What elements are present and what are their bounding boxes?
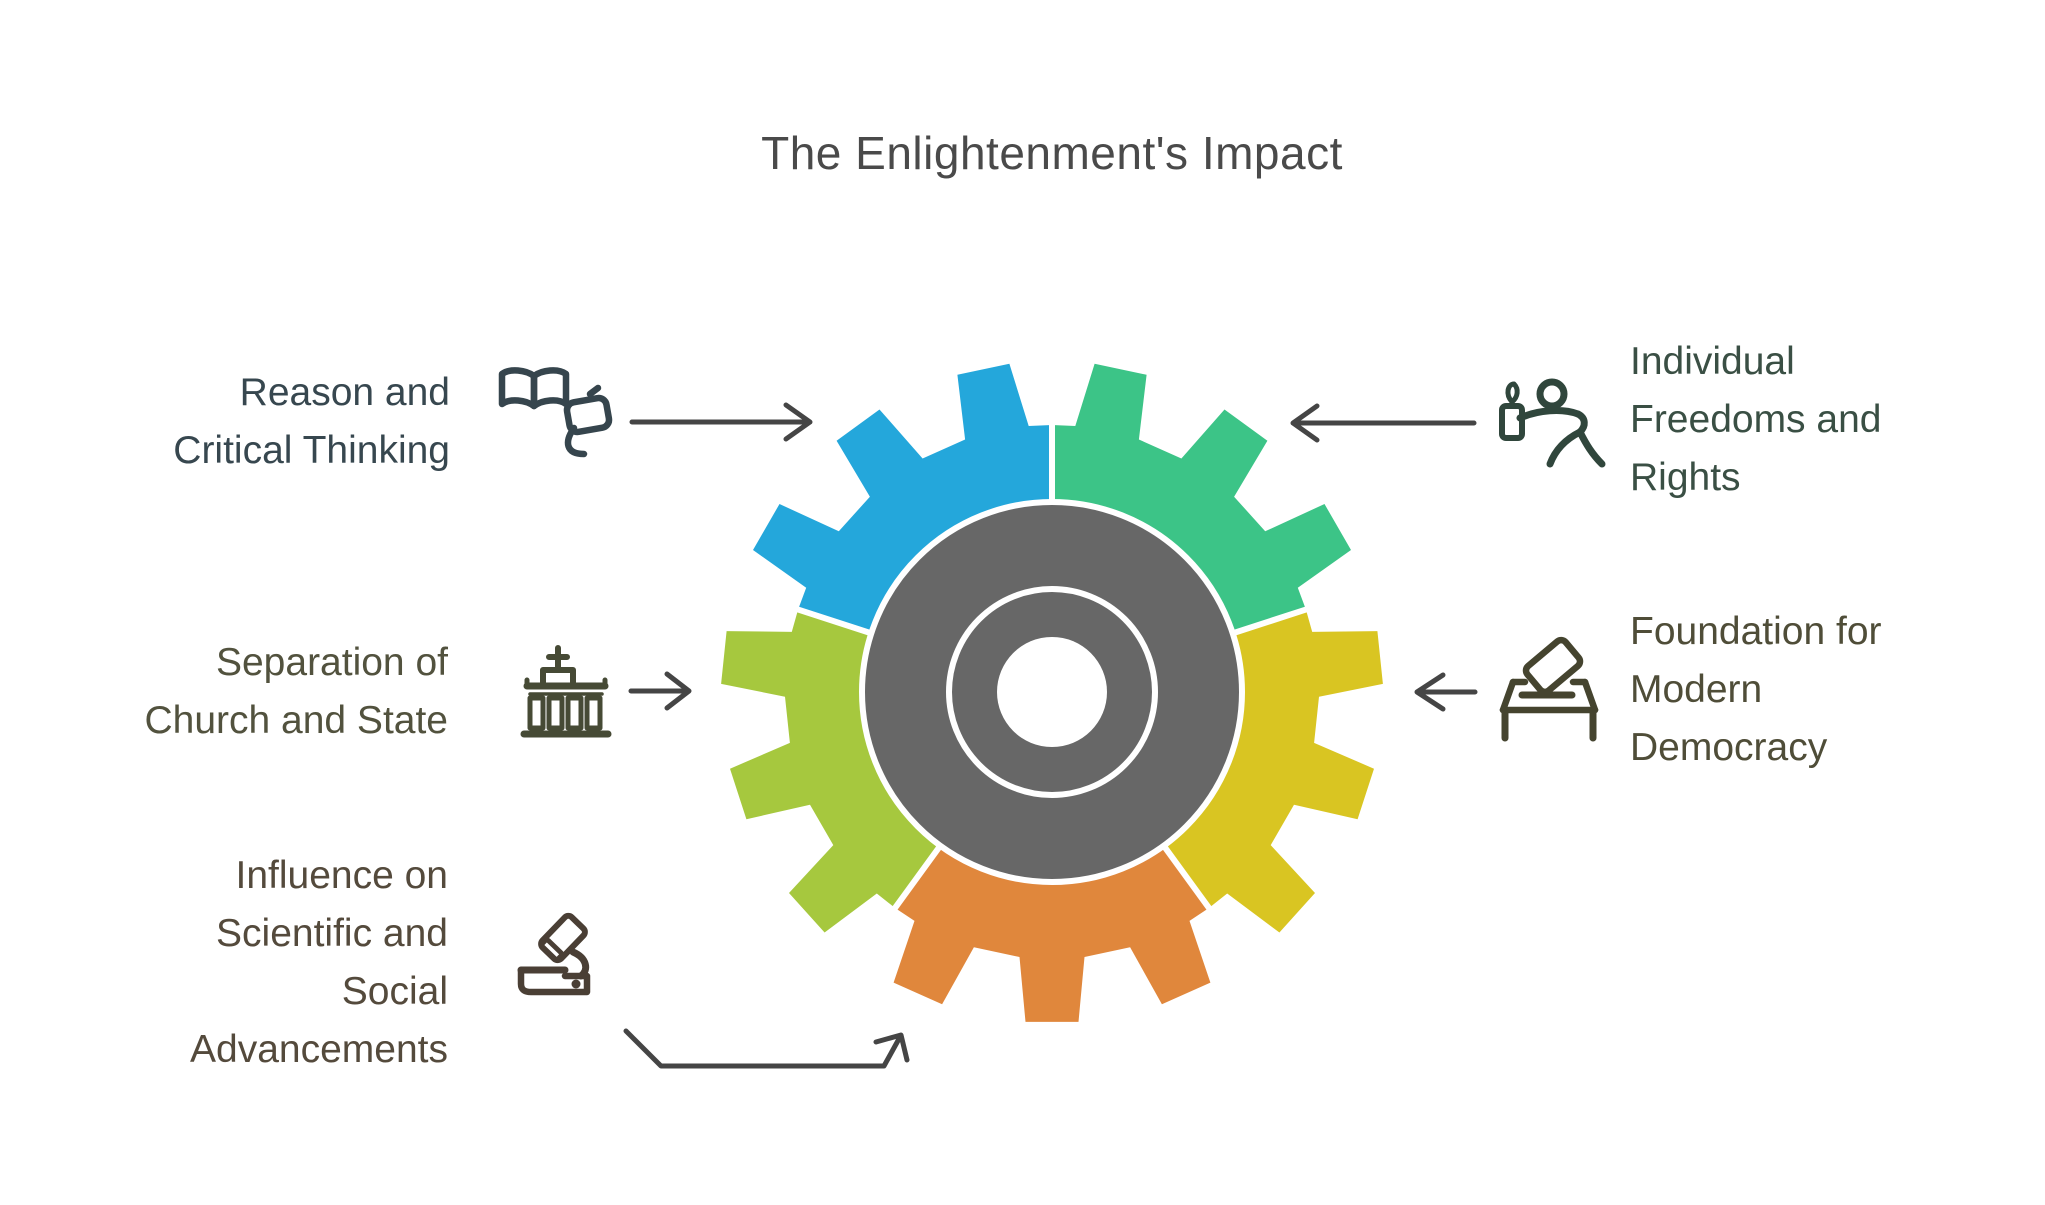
gear-hub-ring bbox=[946, 586, 1158, 798]
ballot-box-icon bbox=[1499, 636, 1599, 742]
gear-hub bbox=[859, 499, 1245, 885]
arrow-democracy bbox=[1414, 672, 1478, 712]
page-title: The Enlightenment's Impact bbox=[761, 127, 1343, 179]
microscope-icon bbox=[517, 912, 591, 996]
label-democracy: Foundation for Modern Democracy bbox=[1630, 610, 1882, 769]
temple-icon bbox=[520, 645, 612, 738]
book-with-thought-icon bbox=[498, 367, 613, 458]
label-church-state: Separation of Church and State bbox=[144, 641, 448, 742]
arrow-freedoms bbox=[1290, 403, 1477, 443]
person-with-torch-icon bbox=[1499, 378, 1606, 468]
arrow-reason bbox=[629, 402, 813, 442]
microscope-knob bbox=[571, 979, 581, 989]
arrows bbox=[623, 402, 1478, 1069]
label-science: Influence on Scientific and Social Advan… bbox=[190, 854, 448, 1071]
label-reason: Reason and Critical Thinking bbox=[173, 371, 450, 472]
arrow-church-state bbox=[628, 671, 692, 711]
label-freedoms: Individual Freedoms and Rights bbox=[1630, 340, 1882, 499]
gear-hub-hole bbox=[997, 637, 1107, 747]
arrow-science bbox=[623, 1028, 910, 1069]
